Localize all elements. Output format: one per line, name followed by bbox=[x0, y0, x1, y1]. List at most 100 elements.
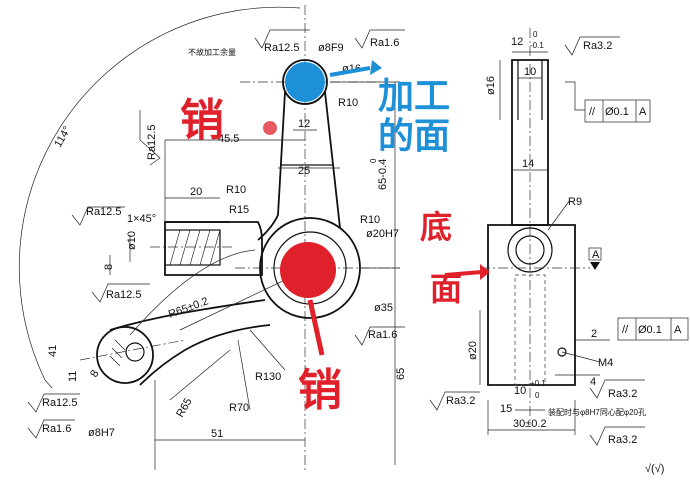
side-dim-10-val: 10 bbox=[524, 66, 536, 78]
dia-8f9: ø8F9 bbox=[318, 42, 344, 54]
annotation-bottom-2: 面 bbox=[430, 270, 462, 308]
dia-10: ø10 bbox=[126, 231, 138, 250]
tol1-value: Ø0.1 bbox=[605, 106, 629, 118]
r10-mid: R10 bbox=[226, 184, 246, 196]
datum-triangle bbox=[590, 262, 600, 270]
blue-arrow-line bbox=[329, 66, 371, 77]
side-ra-32: Ra3.2 bbox=[583, 40, 612, 52]
tol2-value: Ø0.1 bbox=[638, 324, 662, 336]
side-tol-10-lower: 0 bbox=[535, 391, 540, 400]
r70-leader bbox=[237, 339, 251, 411]
side-body bbox=[487, 224, 576, 386]
annotation-machined-1: 加工 bbox=[378, 76, 450, 117]
annotation-machined-2: 的面 bbox=[378, 116, 450, 157]
dim-8: 8 bbox=[103, 264, 115, 270]
dim-65tol-upper: 0 bbox=[369, 158, 378, 163]
r65b-leader bbox=[169, 349, 231, 401]
ra-left: Ra12.5 bbox=[86, 206, 121, 218]
side-r9: R9 bbox=[568, 196, 582, 208]
side-tol-12-upper: 0 bbox=[533, 30, 538, 39]
roughness-symbols-front bbox=[27, 29, 405, 439]
side-tol-10-upper: +0.1 bbox=[530, 379, 546, 388]
side-dia-16: ø16 bbox=[485, 76, 497, 95]
dim-12: 12 bbox=[298, 118, 310, 130]
datum-label: A bbox=[592, 249, 600, 261]
dim-8b: 8 bbox=[88, 368, 101, 379]
dim-41: 41 bbox=[47, 345, 59, 357]
r10-right: R10 bbox=[360, 214, 380, 226]
red-arrow-line bbox=[444, 270, 483, 277]
side-hole-inner bbox=[515, 235, 545, 265]
ra-left-vert: Ra12.5 bbox=[146, 125, 158, 160]
ra-16-top: Ra1.6 bbox=[370, 37, 399, 49]
note-top: 不故加工余量 bbox=[188, 47, 236, 57]
left-boss bbox=[164, 221, 263, 276]
bl-boss-outer bbox=[96, 326, 154, 384]
side-tol-12-lower: -0.1 bbox=[530, 41, 544, 50]
annotation-bottom-1: 底 bbox=[420, 208, 452, 246]
r15: R15 bbox=[229, 204, 249, 216]
bl-hatch bbox=[109, 339, 126, 367]
side-note-bottom: 装配时与φ8H7同心配φ20孔 bbox=[548, 407, 646, 417]
side-dim-4-val: 4 bbox=[590, 376, 596, 388]
side-hole-outer bbox=[507, 227, 553, 273]
ra-bl2: Ra1.6 bbox=[42, 423, 71, 435]
r65: R65 bbox=[174, 396, 194, 419]
side-m4: M4 bbox=[598, 357, 613, 369]
side-ra-32c: Ra3.2 bbox=[446, 395, 475, 407]
ra-arm: Ra12.5 bbox=[106, 289, 141, 301]
arm-left-edge bbox=[257, 91, 286, 241]
dia-20h7: ø20H7 bbox=[366, 228, 399, 240]
tol-frame-1 bbox=[565, 81, 651, 123]
red-arrow-head bbox=[480, 264, 490, 280]
side-m4-hole bbox=[557, 347, 567, 357]
annotation-pin-bottom: 销 bbox=[298, 365, 342, 416]
annotation-pin-top: 销 bbox=[180, 95, 224, 146]
dim-20: 20 bbox=[190, 186, 202, 198]
chamfer: 1×45° bbox=[127, 213, 156, 225]
lower-arm-bottom bbox=[139, 324, 271, 386]
arm-right-edge bbox=[324, 91, 341, 229]
blue-marker bbox=[285, 62, 325, 102]
dim-11: 11 bbox=[67, 371, 79, 382]
ra-top: Ra12.5 bbox=[264, 42, 299, 54]
bl-boss-hole bbox=[125, 342, 145, 362]
side-slot bbox=[514, 274, 546, 386]
tol-frame-2 bbox=[617, 317, 689, 341]
blue-arrow-head bbox=[370, 60, 382, 75]
left-hole-hatch bbox=[169, 229, 221, 266]
left-hole-section bbox=[164, 229, 221, 266]
dim-45: 45.5 bbox=[218, 133, 239, 145]
angle-114: 114° bbox=[52, 125, 73, 150]
side-dim-10b: 10 bbox=[514, 385, 526, 397]
side-dim-14-val: 14 bbox=[522, 158, 534, 170]
r130-leader bbox=[249, 329, 286, 371]
dim-65tol: 65-0.4 bbox=[377, 159, 389, 190]
roughness-symbols-side bbox=[429, 36, 645, 446]
side-dim-2-val: 2 bbox=[591, 328, 597, 340]
datum-box bbox=[588, 247, 602, 261]
lower-arm-rib bbox=[129, 249, 256, 336]
r10-top: R10 bbox=[338, 97, 358, 109]
side-ra-32b: Ra3.2 bbox=[608, 388, 637, 400]
r130: R130 bbox=[255, 371, 281, 383]
general-roughness: √(√) bbox=[645, 463, 664, 475]
arc-114-tick bbox=[44, 379, 53, 389]
lower-arm-top bbox=[109, 299, 266, 331]
side-dim-30-val: 30±0.2 bbox=[513, 418, 547, 430]
r65-tol: R65±0.2 bbox=[167, 295, 210, 320]
top-boss-outer bbox=[282, 59, 328, 105]
dim-25: 25 bbox=[298, 165, 310, 177]
tol1-symbol: // bbox=[589, 106, 596, 118]
ra-bl: Ra12.5 bbox=[42, 397, 77, 409]
tol2-symbol: // bbox=[622, 324, 629, 336]
red-dot-small bbox=[263, 121, 277, 135]
side-dim-15-val: 15 bbox=[500, 403, 512, 415]
dia-8h7: ø8H7 bbox=[88, 427, 115, 439]
side-dia-20: ø20 bbox=[467, 341, 479, 360]
side-r9-leader bbox=[547, 199, 571, 231]
side-ra-32d: Ra3.2 bbox=[608, 434, 637, 446]
ra-16b: Ra1.6 bbox=[368, 329, 397, 341]
dim-51: 51 bbox=[211, 428, 223, 440]
r70: R70 bbox=[229, 402, 249, 414]
